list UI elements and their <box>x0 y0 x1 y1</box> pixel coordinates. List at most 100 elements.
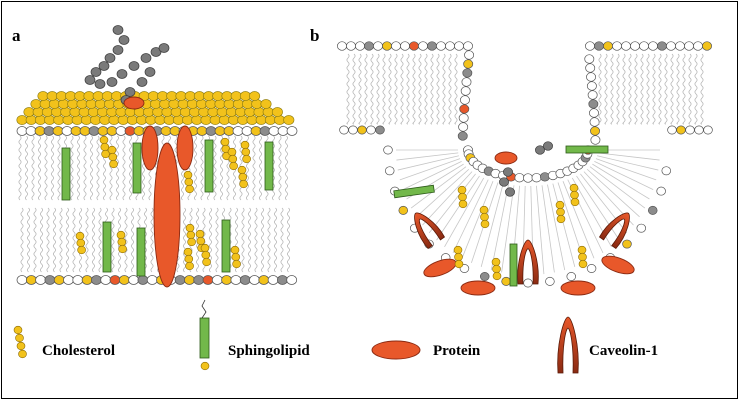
lipid-tail <box>695 54 697 124</box>
raft-cholesterol-head <box>217 107 227 116</box>
cholesterol <box>481 220 489 228</box>
raft-cholesterol-head <box>77 99 87 108</box>
cholesterol <box>579 253 587 261</box>
panel-a-planar-raft <box>17 26 297 288</box>
cholesterol <box>119 245 127 253</box>
raft-cholesterol-head <box>95 99 105 108</box>
lower-head-group <box>45 276 55 285</box>
lipid-tail <box>201 136 203 200</box>
lipid-tail <box>131 208 133 272</box>
raft-cholesterol-head <box>102 91 112 100</box>
upper-head-group <box>224 127 234 136</box>
raft-cholesterol-head <box>210 115 220 124</box>
inner-head-group <box>358 126 367 134</box>
sphingolipid <box>394 185 435 197</box>
inner-head-group <box>385 167 394 175</box>
lipid-tail <box>623 54 625 124</box>
raft-cholesterol-head <box>160 99 170 108</box>
sphingolipid <box>510 244 517 286</box>
peripheral-protein <box>600 253 637 278</box>
lipid-tail <box>398 156 459 170</box>
lower-head-group <box>73 276 83 285</box>
raft-cholesterol-head <box>256 115 266 124</box>
outer-head-group <box>585 42 594 51</box>
lipid-tail <box>396 153 458 160</box>
cholesterol <box>108 146 116 154</box>
raft-cholesterol-head <box>176 91 186 100</box>
outer-head-group <box>459 114 468 123</box>
glycan-bead <box>145 68 155 77</box>
upper-head-group <box>269 127 279 136</box>
lipid-tail <box>407 54 409 124</box>
glycan-bead <box>117 70 127 79</box>
raft-cholesterol-head <box>70 107 80 116</box>
cholesterol <box>185 178 193 186</box>
raft-cholesterol-head <box>84 91 94 100</box>
cholesterol <box>459 200 467 208</box>
inner-head-group <box>546 277 555 285</box>
outer-head-group <box>532 173 541 182</box>
raft-cholesterol-head <box>90 115 100 124</box>
raft-cholesterol-head <box>215 99 225 108</box>
raft-cholesterol-head <box>56 91 66 100</box>
lower-head-group <box>287 276 297 285</box>
raft-cholesterol-head <box>49 99 59 108</box>
cholesterol <box>118 238 126 246</box>
cholesterol <box>556 201 564 209</box>
lower-head-group <box>203 276 213 285</box>
raft-cholesterol-head <box>180 107 190 116</box>
legend-sphingolipid-label: Sphingolipid <box>228 343 310 360</box>
outer-head-group <box>337 42 346 51</box>
sphingolipid <box>222 220 230 272</box>
outer-head-group <box>594 42 603 51</box>
lower-head-group <box>82 276 92 285</box>
raft-cholesterol-head <box>265 115 275 124</box>
outer-head-group <box>382 42 391 51</box>
outer-head-group <box>589 100 598 109</box>
lipid-tail <box>653 54 655 124</box>
lower-head-group <box>101 276 111 285</box>
upper-head-group <box>98 127 108 136</box>
lipid-tail <box>701 54 703 124</box>
raft-cholesterol-head <box>206 99 216 108</box>
lipid-tail <box>536 186 543 274</box>
lipid-tail <box>359 54 361 124</box>
raft-cholesterol-head <box>162 107 172 116</box>
outer-head-group <box>460 105 469 114</box>
raft-cholesterol-head <box>245 107 255 116</box>
raft-cholesterol-head <box>261 99 271 108</box>
inner-head-group <box>677 126 686 134</box>
lipid-tail <box>253 136 255 200</box>
inner-head-group <box>648 206 657 214</box>
legend-sphingolipid-icon <box>200 318 209 358</box>
cholesterol <box>459 193 467 201</box>
outer-head-group <box>588 91 597 100</box>
upper-head-group <box>26 127 36 136</box>
lower-head-group <box>91 276 101 285</box>
legend-cholesterol-icon <box>17 342 25 350</box>
lower-head-group <box>212 276 222 285</box>
lipid-tail <box>347 54 349 124</box>
lower-head-group <box>175 276 185 285</box>
lower-head-group <box>17 276 27 285</box>
lower-head-group <box>194 276 204 285</box>
outer-head-group <box>648 42 657 51</box>
lipid-tail <box>255 208 257 272</box>
upper-head-group <box>17 127 27 136</box>
lipid-tail <box>66 208 68 272</box>
outer-head-group <box>666 42 675 51</box>
raft-cholesterol-head <box>75 91 85 100</box>
upper-head-group <box>287 127 297 136</box>
raft-cholesterol-head <box>81 115 91 124</box>
upper-head-group <box>107 127 117 136</box>
raft-cholesterol-head <box>187 99 197 108</box>
outer-head-group <box>657 42 666 51</box>
cholesterol <box>101 143 109 151</box>
raft-cholesterol-head <box>226 107 236 116</box>
lipid-tail <box>53 208 55 272</box>
lipid-tail <box>90 136 92 200</box>
lipid-tail <box>395 54 397 124</box>
legend-icons <box>14 300 578 373</box>
raft-cholesterol-head <box>143 107 153 116</box>
outer-head-group <box>436 42 445 51</box>
